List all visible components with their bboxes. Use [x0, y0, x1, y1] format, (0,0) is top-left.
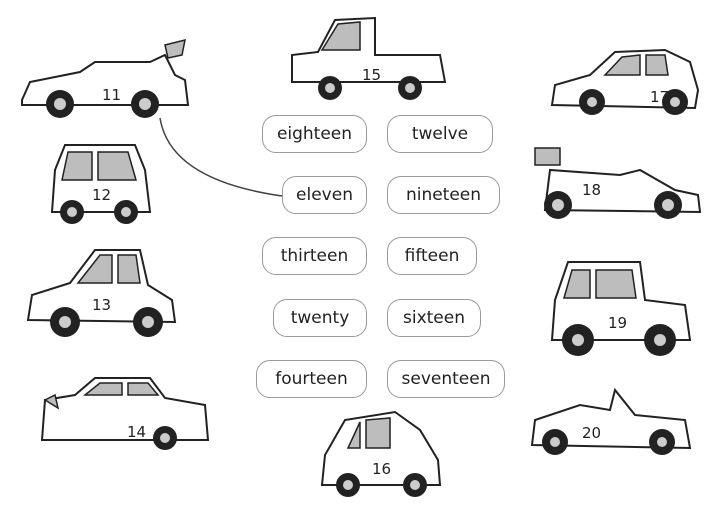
car-number: 16: [372, 460, 391, 478]
word-box-eleven[interactable]: eleven: [282, 176, 367, 214]
car-13[interactable]: 13: [26, 249, 177, 337]
car-number: 14: [127, 423, 146, 441]
car-number: 20: [582, 424, 601, 442]
car-14[interactable]: 14: [40, 377, 210, 450]
car-12[interactable]: 12: [50, 144, 152, 224]
word-box-fifteen[interactable]: fifteen: [387, 237, 477, 275]
word-box-thirteen[interactable]: thirteen: [262, 237, 367, 275]
car-number: 18: [582, 181, 601, 199]
word-box-nineteen[interactable]: nineteen: [387, 176, 500, 214]
word-box-twelve[interactable]: twelve: [387, 115, 493, 153]
car-17[interactable]: 17: [550, 48, 700, 115]
word-box-sixteen[interactable]: sixteen: [387, 299, 481, 337]
car-20[interactable]: 20: [530, 387, 692, 455]
match-line: [159, 117, 283, 197]
car-18[interactable]: 18: [534, 147, 702, 219]
car-number: 11: [102, 86, 121, 104]
word-box-fourteen[interactable]: fourteen: [256, 360, 367, 398]
car-11[interactable]: 11: [21, 38, 190, 118]
car-number: 15: [362, 66, 381, 84]
word-box-seventeen[interactable]: seventeen: [387, 360, 505, 398]
car-19[interactable]: 19: [550, 261, 692, 356]
car-16[interactable]: 16: [320, 410, 442, 497]
car-number: 13: [92, 296, 111, 314]
word-box-eighteen[interactable]: eighteen: [262, 115, 367, 153]
car-number: 19: [608, 314, 627, 332]
car-number: 17: [650, 88, 669, 106]
car-15[interactable]: 15: [291, 16, 447, 100]
car-number: 12: [92, 186, 111, 204]
word-box-twenty[interactable]: twenty: [273, 299, 367, 337]
